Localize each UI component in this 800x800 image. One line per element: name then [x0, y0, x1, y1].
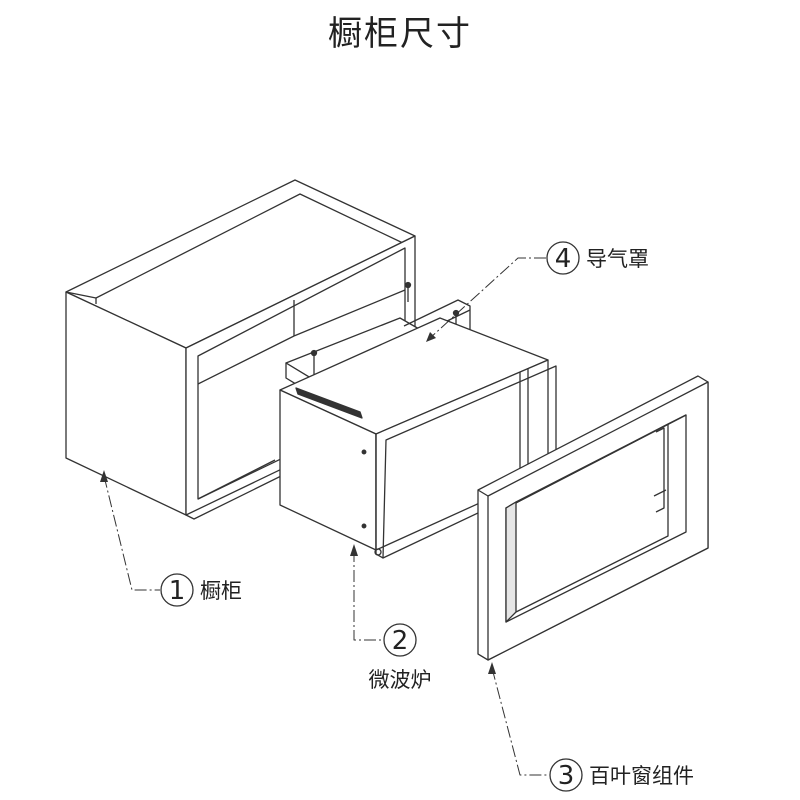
- callout-label: 微波炉: [369, 668, 432, 692]
- callout-number: 4: [555, 244, 572, 274]
- microwave-drawing: [279, 317, 557, 559]
- callout-2: 2 微波炉: [369, 623, 432, 692]
- callout-1: 1 橱柜: [160, 573, 242, 607]
- leader-line-4: [429, 257, 546, 339]
- leader-line-1: [103, 475, 160, 591]
- callout-3: 3 百叶窗组件: [549, 758, 694, 792]
- callout-number: 2: [392, 626, 409, 656]
- leader-lines: [103, 257, 549, 776]
- callout-4: 4 导气罩: [546, 241, 649, 275]
- leader-arrowheads: [100, 332, 496, 674]
- page-title: 橱柜尺寸: [328, 14, 472, 54]
- trim-frame-drawing: [477, 375, 709, 661]
- callout-number: 3: [558, 761, 575, 791]
- leader-line-3: [491, 667, 549, 776]
- callout-label: 橱柜: [200, 579, 242, 603]
- callout-label: 百叶窗组件: [589, 764, 694, 788]
- leader-line-2: [353, 550, 383, 641]
- callout-label: 导气罩: [586, 247, 649, 271]
- callout-number: 1: [169, 576, 186, 606]
